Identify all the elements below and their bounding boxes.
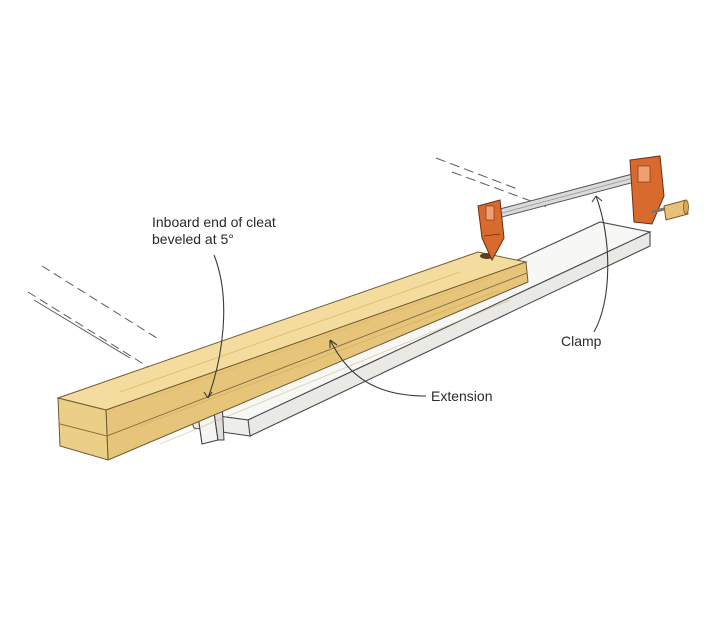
wood-fence [56, 251, 529, 461]
bar-clamp [477, 155, 689, 262]
extension-leader [329, 339, 427, 397]
clamp-leader [593, 195, 609, 333]
clamp-label: Clamp [561, 333, 602, 349]
cleat-label: Inboard end of cleat beveled at 5° [152, 214, 276, 248]
table-edges [27, 157, 551, 369]
cleat-leader [207, 254, 225, 399]
leader-lines [203, 195, 609, 399]
cleat-label-line2: beveled at 5° [152, 231, 234, 247]
cleat-label-line1: Inboard end of cleat [152, 214, 276, 230]
extension-label: Extension [431, 388, 493, 404]
